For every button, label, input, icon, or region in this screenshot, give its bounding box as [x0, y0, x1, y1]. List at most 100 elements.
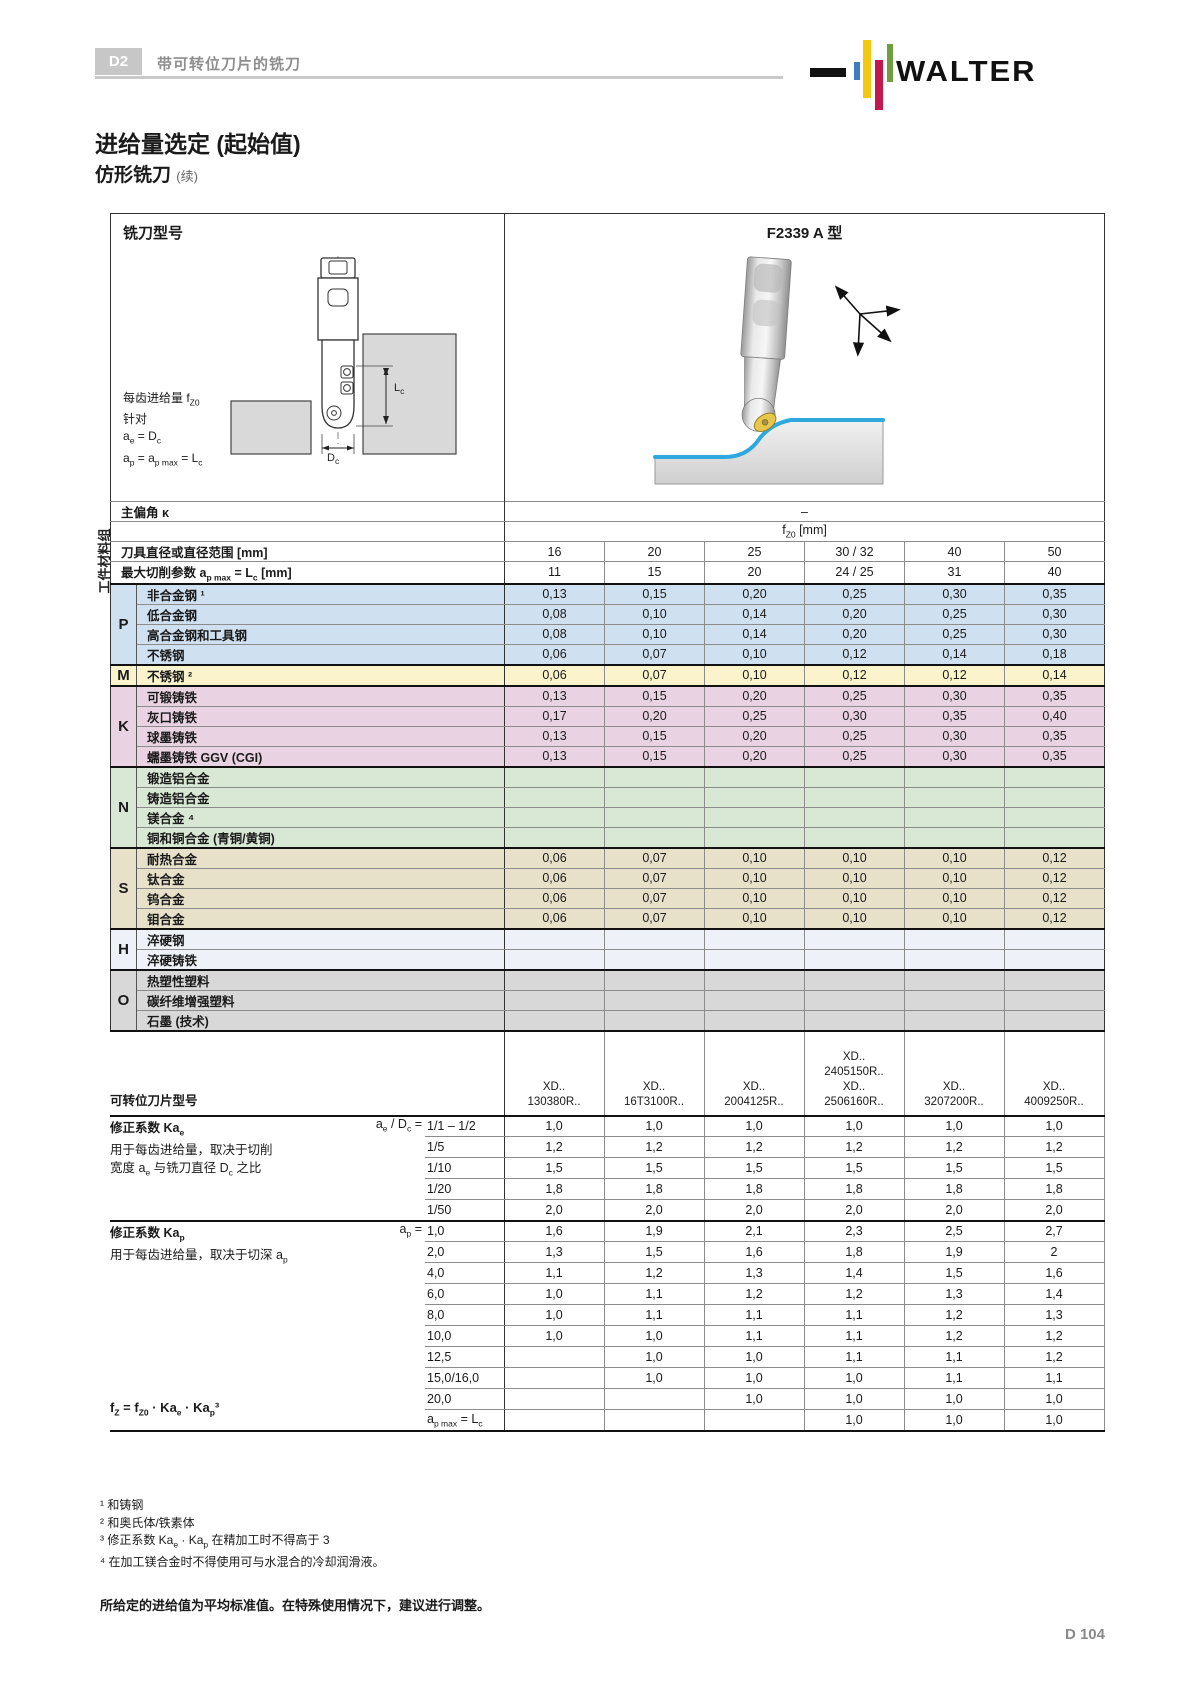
- material-label: 热塑性塑料: [136, 969, 505, 991]
- feed-value: [804, 990, 905, 1011]
- feed-value: [904, 807, 1005, 828]
- feed-value: 0,14: [704, 604, 805, 625]
- feed-formula: fZ = fZ0 · Kae · Kap³: [110, 1399, 220, 1418]
- factor-value: [503, 1409, 605, 1432]
- factor-value: 1,3: [903, 1283, 1005, 1305]
- group-letter-H: H: [110, 928, 137, 970]
- feed-value: [604, 766, 705, 788]
- cutter-type-cell: 铣刀型号: [110, 213, 505, 502]
- feed-value: 0,25: [804, 685, 905, 707]
- feed-value: 0,13: [504, 685, 605, 707]
- feed-value: 0,10: [804, 868, 905, 889]
- factor-value: 1,9: [903, 1241, 1005, 1263]
- cutter-type-label: 铣刀型号: [123, 225, 184, 242]
- feed-value: [604, 1010, 705, 1031]
- walter-logo: WALTER: [810, 40, 1037, 110]
- workpiece-left-block: [230, 400, 312, 455]
- feed-value: [904, 766, 1005, 788]
- factor-key: ae / Dc = 1/1 – 1/2: [376, 1115, 505, 1137]
- feed-value: [704, 1010, 805, 1031]
- feed-value: 0,18: [1003, 644, 1105, 665]
- factor-value: 1,5: [503, 1157, 605, 1179]
- feed-value: [1003, 990, 1105, 1011]
- factor-value: 2,5: [903, 1220, 1005, 1242]
- material-row: 铸造铝合金: [111, 787, 1105, 808]
- subtitle-text: 仿形铣刀: [95, 165, 172, 186]
- factor-value: 1,2: [1003, 1136, 1105, 1158]
- material-label: 非合金钢 ¹: [136, 583, 505, 605]
- group-letter-O: O: [110, 969, 137, 1031]
- factor-value: 1,0: [803, 1409, 905, 1432]
- feed-value: 0,35: [904, 706, 1005, 727]
- factor-value: [603, 1388, 705, 1410]
- feed-value: 0,20: [704, 726, 805, 747]
- feed-value: 0,30: [804, 706, 905, 727]
- group-letter-K: K: [110, 685, 137, 767]
- feed-value: [904, 827, 1005, 848]
- feed-value: [804, 969, 905, 991]
- feed-value: 0,20: [804, 624, 905, 645]
- footnote-3: ³ 修正系数 Kae · Kap 在精加工时不得高于 3: [100, 1533, 330, 1550]
- factor-value: 2,0: [603, 1199, 705, 1222]
- feed-value: [604, 949, 705, 970]
- factor-value: 1,1: [503, 1262, 605, 1284]
- inserts-section: 可转位刀片型号 XD..130380R..XD..16T3100R..XD..2…: [110, 1031, 1105, 1117]
- feed-value: 0,12: [1003, 908, 1105, 929]
- feed-value: [604, 990, 705, 1011]
- group-letter-M: M: [110, 664, 137, 686]
- footnotes: ¹ 和铸钢 ² 和奥氏体/铁素体 ³ 修正系数 Kae · Kap 在精加工时不…: [100, 1497, 385, 1571]
- feed-value: 0,15: [604, 726, 705, 747]
- factor-value: 1,6: [503, 1220, 605, 1242]
- feed-value: 0,07: [604, 888, 705, 909]
- feed-value: 0,10: [604, 624, 705, 645]
- feed-value: 0,10: [704, 644, 805, 665]
- factor-key: 8,0: [425, 1304, 505, 1326]
- feed-value: 0,12: [804, 644, 905, 665]
- group-letter-N: N: [110, 766, 137, 848]
- factor-value: 1,2: [1003, 1325, 1105, 1347]
- diameter-value: 20: [604, 541, 705, 562]
- factor-value: 2,0: [1003, 1199, 1105, 1222]
- factor-value: 1,0: [503, 1304, 605, 1326]
- feed-value: 0,10: [704, 888, 805, 909]
- factor-value: 1,4: [803, 1262, 905, 1284]
- dimension-label-dc: Dc: [327, 452, 340, 467]
- apmax-value: 15: [604, 561, 705, 585]
- feed-value: 0,14: [1003, 664, 1105, 686]
- feed-value: 0,25: [804, 726, 905, 747]
- feed-value: 0,06: [504, 664, 605, 686]
- feed-table-wrap: 工件材料组 铣刀型号: [97, 213, 1106, 1432]
- feed-value: [804, 807, 905, 828]
- factor-value: 1,5: [603, 1241, 705, 1263]
- feed-value: 0,06: [504, 908, 605, 929]
- feed-value: [504, 1010, 605, 1031]
- header-divider: [95, 76, 783, 79]
- diameter-value: 25: [704, 541, 805, 562]
- general-note: 所给定的进给值为平均标准值。在特殊使用情况下，建议进行调整。: [100, 1598, 491, 1613]
- feed-value: 0,13: [504, 746, 605, 767]
- feed-value: 0,12: [1003, 847, 1105, 869]
- feed-value: [904, 969, 1005, 991]
- feed-note-line: ap = ap max = Lc: [123, 450, 203, 467]
- page-header: D2 带可转位刀片的铣刀: [95, 48, 1105, 82]
- feed-value: 0,10: [804, 908, 905, 929]
- feed-value: [604, 969, 705, 991]
- factor-value: 1,0: [1003, 1409, 1105, 1432]
- factor-value: [703, 1409, 805, 1432]
- cutter-header-row: 铣刀型号: [110, 213, 1105, 502]
- feed-value: 0,06: [504, 644, 605, 665]
- correction-table: 可转位刀片型号 XD..130380R..XD..16T3100R..XD..2…: [110, 1031, 1105, 1432]
- cutter-body: [321, 339, 355, 429]
- factor-value: 1,0: [803, 1367, 905, 1389]
- page-number: D 104: [1064, 1626, 1105, 1643]
